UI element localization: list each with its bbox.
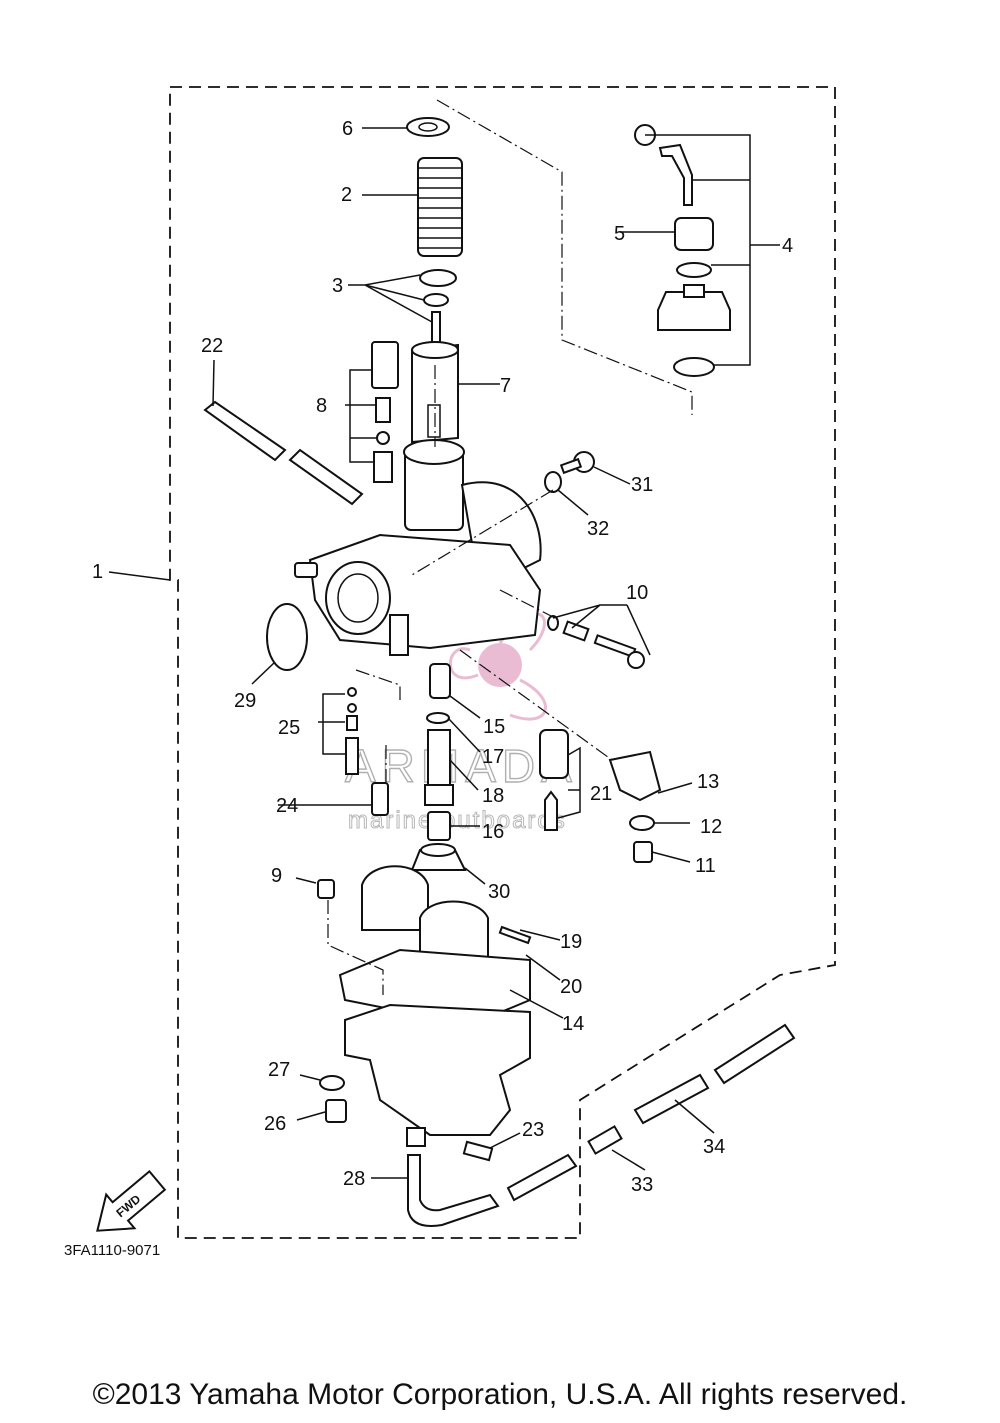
- callout-22: 22: [201, 335, 223, 357]
- callout-11: 11: [695, 855, 716, 877]
- part-23-drain-screw: [462, 1140, 494, 1162]
- callout-30: 30: [488, 881, 510, 903]
- callout-19: 19: [560, 931, 582, 953]
- part-25-screw-set: [345, 687, 359, 775]
- callout-9: 9: [271, 865, 282, 887]
- reference-lines: [327, 99, 693, 995]
- callout-26: 26: [264, 1113, 286, 1135]
- part-29-o-ring: [266, 603, 308, 671]
- callout-25: 25: [278, 717, 300, 739]
- part-13-plate: [608, 750, 662, 802]
- copyright-notice: ©2013 Yamaha Motor Corporation, U.S.A. A…: [92, 1378, 908, 1411]
- part-33-joint: [587, 1125, 623, 1155]
- part-10-throttle-stop-screw: [547, 615, 645, 669]
- part-11-screw: [633, 841, 653, 863]
- callout-15: 15: [483, 716, 505, 738]
- part-27-washer: [319, 1075, 345, 1091]
- part-16-main-jet: [427, 811, 451, 841]
- callout-2: 2: [341, 184, 352, 206]
- callout-31: 31: [631, 474, 653, 496]
- part-21-needle-valve: [539, 729, 569, 831]
- callout-4: 4: [782, 235, 793, 257]
- part-19-float: [361, 865, 489, 967]
- callout-10: 10: [626, 582, 648, 604]
- part-3-clip-lower: [423, 293, 449, 307]
- callout-29: 29: [234, 690, 256, 712]
- part-20-float-pin: [498, 925, 532, 945]
- part-3-clip-upper: [419, 269, 457, 287]
- callout-23: 23: [522, 1119, 544, 1141]
- part-18-jet-holder: [424, 729, 454, 806]
- callout-24: 24: [276, 795, 298, 817]
- assembly-boundary: [169, 86, 836, 1239]
- callout-labels: 1 2 3 4 5 6 7 8 9 10 11 12 13 14 15 16 1…: [92, 118, 793, 1196]
- leader-lines: [108, 127, 780, 1179]
- part-6-washer: [406, 117, 450, 137]
- callout-1: 1: [92, 561, 103, 583]
- part-9-plug: [317, 879, 335, 899]
- part-8-pilot-screw-set: [371, 341, 399, 483]
- callout-7: 7: [500, 375, 511, 397]
- callout-21: 21: [590, 783, 612, 805]
- part-28-drain-hose: [407, 1154, 500, 1227]
- part-1-carburetor-body: [294, 439, 542, 656]
- part-24-pilot-jet: [371, 782, 389, 816]
- part-22-vent-tube: [203, 400, 364, 506]
- callout-20: 20: [560, 976, 582, 998]
- callout-34: 34: [703, 1136, 725, 1158]
- float-chamber: [344, 1003, 531, 1147]
- part-2-spring: [417, 157, 463, 257]
- part-4-cap-assy: [634, 124, 731, 377]
- diagram-code: 3FA1110-9071: [64, 1242, 160, 1259]
- part-17-o-ring: [426, 712, 450, 724]
- callout-12: 12: [700, 816, 722, 838]
- part-31-screw: [559, 451, 595, 475]
- part-12-washer: [629, 815, 655, 831]
- callout-14: 14: [562, 1013, 584, 1035]
- callout-6: 6: [342, 118, 353, 140]
- callout-27: 27: [268, 1059, 290, 1081]
- callout-18: 18: [482, 785, 504, 807]
- callout-17: 17: [482, 746, 504, 768]
- callout-5: 5: [614, 223, 625, 245]
- callout-8: 8: [316, 395, 327, 417]
- forward-direction-arrow: FWD: [96, 1169, 167, 1232]
- callout-13: 13: [697, 771, 719, 793]
- part-34-hose: [633, 1023, 796, 1125]
- callout-33: 33: [631, 1174, 653, 1196]
- callout-3: 3: [332, 275, 343, 297]
- part-30-baffle: [410, 843, 467, 871]
- callout-16: 16: [482, 821, 504, 843]
- callout-32: 32: [587, 518, 609, 540]
- part-32-washer: [544, 471, 562, 493]
- callout-28: 28: [343, 1168, 365, 1190]
- part-26-screw: [325, 1099, 347, 1123]
- part-15-needle-jet: [429, 663, 451, 699]
